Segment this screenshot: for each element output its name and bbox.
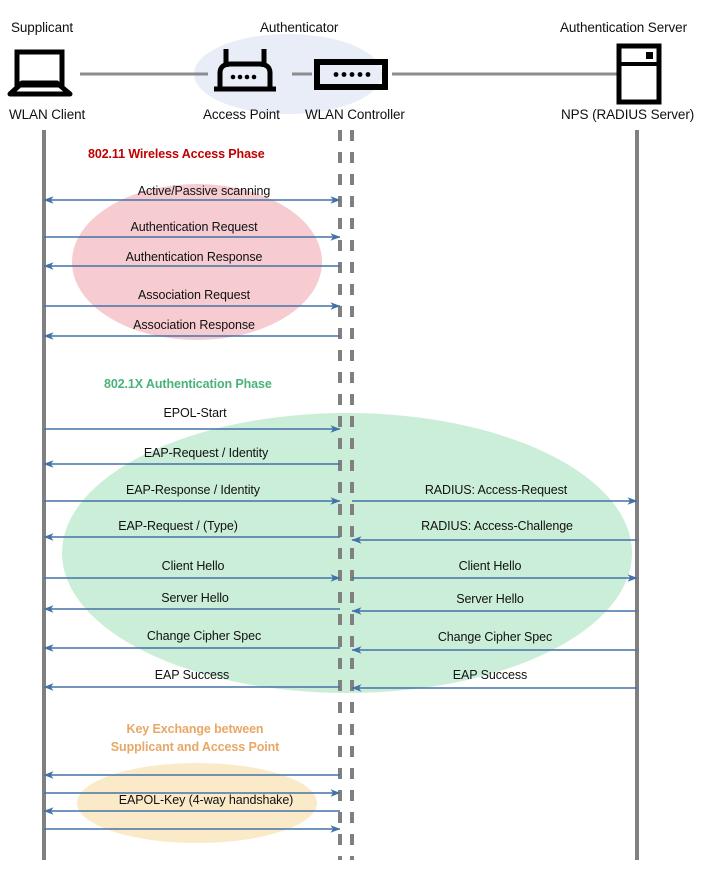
authenticator-group-highlight: [194, 34, 382, 114]
message-label: EAPOL-Key (4-way handshake): [118, 793, 294, 807]
message-label: Active/Passive scanning: [137, 184, 271, 198]
phase-title-802-11: 802.11 Wireless Access Phase: [88, 147, 265, 161]
message-label: Authentication Request: [130, 220, 258, 234]
message-label: EAP-Response / Identity: [126, 483, 260, 497]
node-label-nps-radius-server: NPS (RADIUS Server): [561, 107, 695, 122]
message-label: Change Cipher Spec: [437, 630, 553, 644]
laptop-icon: [7, 49, 73, 97]
phase-key-exchange-ellipse: [77, 763, 317, 843]
access-point-icon: [214, 49, 276, 92]
message-label: EAP-Request / Identity: [143, 446, 269, 460]
message-label: Association Request: [137, 288, 251, 302]
message-label: Association Response: [133, 318, 255, 332]
message-label: EAP-Request / (Type): [118, 519, 238, 533]
phase-title-802-1x: 802.1X Authentication Phase: [104, 377, 272, 391]
message-label: EAP Success: [452, 668, 528, 682]
wlan-controller-icon: [314, 59, 388, 90]
phase-802-11-ellipse: [72, 184, 322, 340]
phase-802-1x-ellipse: [62, 413, 632, 693]
phase-title-key-exchange-line2: Supplicant and Access Point: [110, 740, 280, 754]
message-label: Change Cipher Spec: [146, 629, 262, 643]
server-icon: [616, 43, 662, 105]
message-label: Server Hello: [161, 591, 229, 605]
phase-title-key-exchange-line1: Key Exchange between: [126, 722, 264, 736]
role-label-authenticator: Authenticator: [260, 20, 339, 35]
message-label: EAP Success: [154, 668, 230, 682]
message-label: EPOL-Start: [163, 406, 227, 420]
role-label-supplicant: Supplicant: [11, 20, 74, 35]
node-label-access-point: Access Point: [203, 107, 280, 122]
message-label: Authentication Response: [125, 250, 263, 264]
node-label-wlan-client: WLAN Client: [9, 107, 86, 122]
message-label: Server Hello: [456, 592, 524, 606]
node-label-wlan-controller: WLAN Controller: [305, 107, 405, 122]
message-label: RADIUS: Access-Challenge: [421, 519, 573, 533]
message-label: Client Hello: [161, 559, 225, 573]
message-label: Client Hello: [458, 559, 522, 573]
role-label-authentication-server: Authentication Server: [560, 20, 687, 35]
message-label: RADIUS: Access-Request: [424, 483, 568, 497]
